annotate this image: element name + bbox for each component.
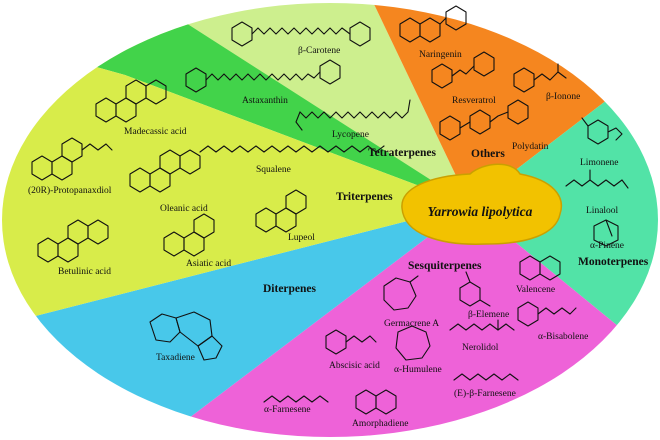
svg-text:Betulinic acid: Betulinic acid (58, 267, 111, 277)
sector-monoterpenes (470, 90, 658, 340)
molecule-valencene: Valencene (516, 255, 561, 295)
svg-text:Taxadiene: Taxadiene (156, 353, 195, 363)
svg-text:(E)-β-Farnesene: (E)-β-Farnesene (454, 388, 516, 399)
molecule-limonene: Limonene (580, 117, 623, 168)
svg-text:Naringenin: Naringenin (419, 50, 462, 60)
molecule-astaxanthin: Astaxanthin (185, 59, 341, 106)
svg-text:Polydatin: Polydatin (512, 142, 549, 152)
molecule-germacrene-a: Germacrene A (383, 275, 439, 329)
molecule-squalene: Squalene (199, 145, 385, 175)
sector-sesquiterpenes (160, 205, 658, 437)
group-label-triterpenes: Triterpenes (336, 191, 393, 203)
molecule-madecassic-acid: Madecassic acid (95, 79, 187, 137)
svg-text:Germacrene A: Germacrene A (384, 319, 439, 329)
svg-text:Resveratrol: Resveratrol (452, 96, 496, 106)
svg-text:Linalool: Linalool (586, 206, 619, 216)
molecule-oleanic-acid: Oleanic acid (129, 149, 208, 214)
molecule-beta-ionone: β-Ionone (513, 63, 580, 102)
molecule-betulinic-acid: Betulinic acid (37, 219, 111, 277)
molecule-nerolidol: Nerolidol (449, 319, 515, 353)
group-label-sesquiterpenes: Sesquiterpenes (408, 260, 482, 272)
molecule-beta-elemene: β-Elemene (459, 271, 509, 320)
molecule-resveratrol: Resveratrol (431, 51, 496, 106)
molecule-linalool: Linalool (565, 169, 629, 216)
svg-text:α-Pinene: α-Pinene (590, 241, 624, 251)
svg-text:Lycopene: Lycopene (332, 130, 369, 140)
molecule-lycopene: Lycopene (295, 99, 411, 140)
molecule-alpha-bisabolene: α-Bisabolene (517, 301, 588, 342)
svg-text:β-Ionone: β-Ionone (546, 92, 580, 102)
molecule-asiatic-acid: Asiatic acid (163, 213, 231, 269)
center-title: Yarrowia lipolytica (428, 204, 533, 219)
svg-text:Asiatic acid: Asiatic acid (186, 259, 231, 269)
svg-text:Oleanic acid: Oleanic acid (160, 204, 208, 214)
svg-text:Abscisic acid: Abscisic acid (329, 361, 380, 371)
svg-text:Madecassic acid: Madecassic acid (124, 127, 187, 137)
svg-text:Nerolidol: Nerolidol (462, 343, 499, 353)
svg-text:Lupeol: Lupeol (288, 233, 315, 243)
center-blob (401, 163, 563, 245)
molecule-alpha-pinene: α-Pinene (590, 219, 624, 251)
svg-text:α-Humulene: α-Humulene (394, 365, 442, 375)
molecule-e-beta-farnesene: (E)-β-Farnesene (453, 373, 519, 399)
molecule-beta-carotene: β-Carotene (231, 21, 371, 56)
svg-text:α-Farnesene: α-Farnesene (264, 405, 311, 415)
sector-diterpenes (2, 205, 470, 437)
molecule-abscisic-acid: Abscisic acid (325, 329, 380, 371)
svg-text:Limonene: Limonene (580, 158, 619, 168)
group-label-monoterpenes: Monoterpenes (578, 256, 649, 268)
group-label-tetraterpenes: Tetraterpenes (368, 147, 436, 159)
svg-text:Valencene: Valencene (516, 285, 555, 295)
group-label-others: Others (471, 148, 505, 160)
svg-text:Amorphadiene: Amorphadiene (352, 419, 408, 429)
svg-text:Astaxanthin: Astaxanthin (242, 96, 288, 106)
svg-text:β-Elemene: β-Elemene (468, 310, 509, 320)
molecule-taxadiene: Taxadiene (149, 311, 223, 363)
molecule-polydatin: Polydatin (439, 99, 549, 152)
molecule-amorphadiene: Amorphadiene (352, 389, 408, 429)
group-label-diterpenes: Diterpenes (263, 283, 317, 295)
svg-text:α-Bisabolene: α-Bisabolene (538, 332, 588, 342)
molecule-naringenin: Naringenin (399, 5, 467, 60)
svg-text:(20R)-Protopanaxdiol: (20R)-Protopanaxdiol (28, 185, 112, 196)
svg-text:Squalene: Squalene (256, 165, 291, 175)
svg-text:β-Carotene: β-Carotene (298, 46, 340, 56)
sector-triterpenes (2, 40, 470, 325)
molecule-alpha-humulene: α-Humulene (394, 325, 442, 375)
molecule-alpha-farnesene: α-Farnesene (263, 395, 329, 415)
molecule-protopanaxadiol: (20R)-Protopanaxdiol (28, 137, 113, 196)
molecule-lupeol: Lupeol (255, 189, 315, 243)
